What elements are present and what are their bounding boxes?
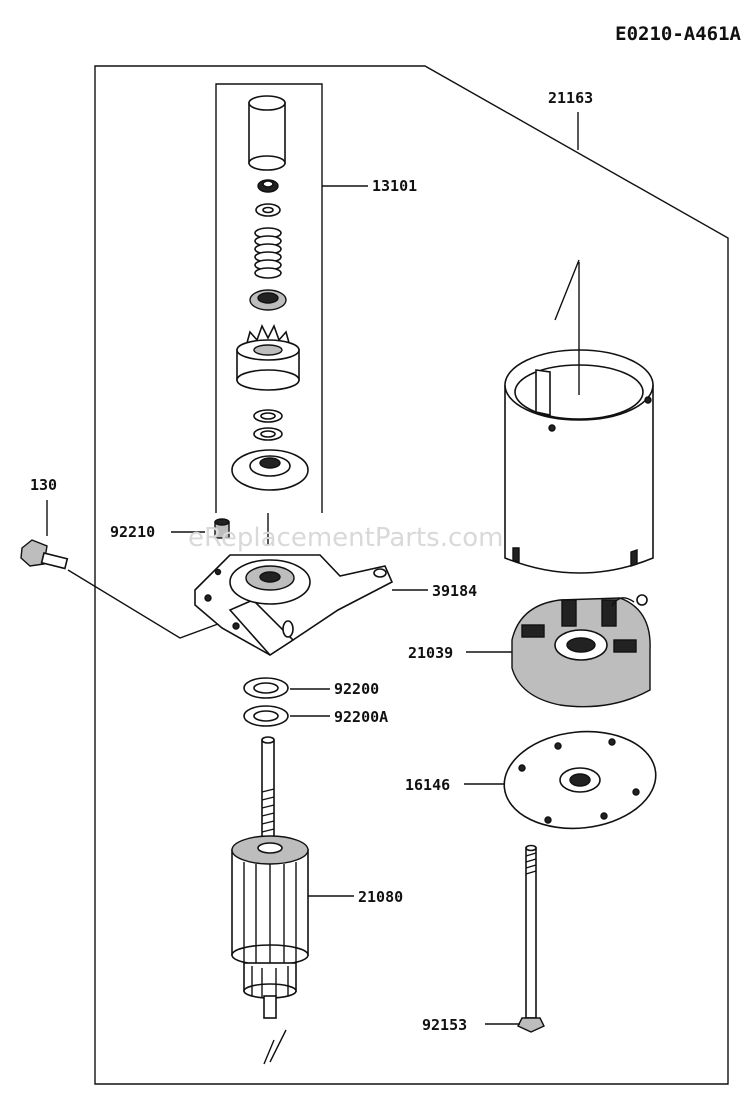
label-92210[interactable]: 92210 — [110, 523, 155, 541]
diagram-code: E0210-A461A — [615, 23, 741, 45]
drive-group-bracket — [215, 83, 323, 513]
spring-retainer-part[interactable] — [249, 289, 287, 311]
stop-collar-part[interactable] — [248, 95, 286, 171]
label-13101[interactable]: 13101 — [372, 177, 417, 195]
label-39184[interactable]: 39184 — [432, 582, 477, 600]
armature-part[interactable] — [231, 736, 309, 1019]
nut-part[interactable] — [257, 179, 279, 193]
brush-holder-part[interactable] — [511, 594, 651, 708]
pinion-gear-part[interactable] — [236, 323, 300, 391]
watermark: eReplacementParts.com — [188, 523, 504, 553]
small-washer-part[interactable] — [255, 203, 281, 217]
cup-plate-part[interactable] — [231, 449, 309, 491]
housing-break-mark — [554, 259, 580, 395]
bolt-130-part[interactable] — [20, 539, 69, 570]
label-92200a[interactable]: 92200A — [334, 708, 388, 726]
label-21039[interactable]: 21039 — [408, 644, 453, 662]
washer-92200-part[interactable] — [243, 677, 289, 699]
drive-washer-1-part[interactable] — [253, 409, 283, 423]
label-21163[interactable]: 21163 — [548, 89, 593, 107]
label-16146[interactable]: 16146 — [405, 776, 450, 794]
leader-130-to-bracket — [67, 569, 219, 639]
assembly-frame — [94, 65, 729, 1085]
label-92200[interactable]: 92200 — [334, 680, 379, 698]
label-92153[interactable]: 92153 — [422, 1016, 467, 1034]
drive-washer-2-part[interactable] — [253, 427, 283, 441]
end-plate-part[interactable] — [499, 724, 660, 835]
label-21080[interactable]: 21080 — [358, 888, 403, 906]
washer-92200a-part[interactable] — [243, 705, 289, 727]
mounting-bracket-part[interactable] — [194, 554, 394, 657]
nipple-part[interactable] — [214, 518, 230, 539]
through-bolt-part[interactable] — [517, 844, 545, 1033]
spring-part[interactable] — [254, 227, 282, 279]
armature-break-mark — [263, 1029, 287, 1065]
label-130[interactable]: 130 — [30, 476, 57, 494]
